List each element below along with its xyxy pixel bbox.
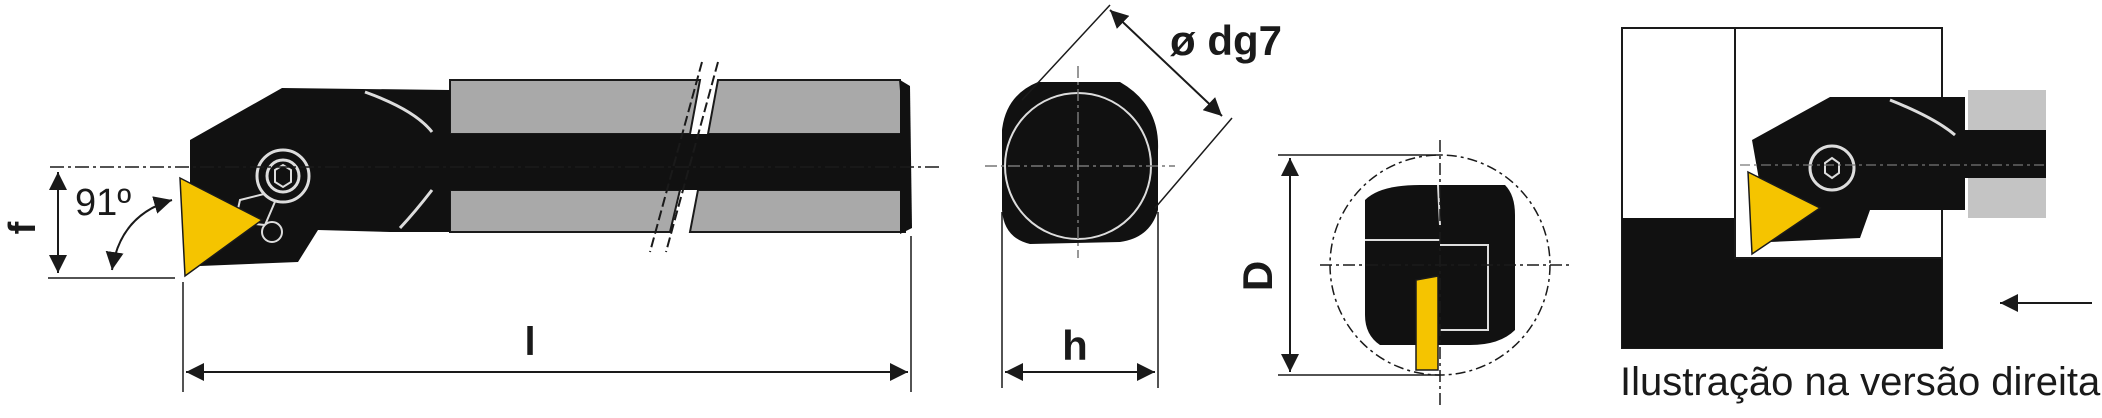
side-view — [50, 61, 940, 278]
holder-shank — [1955, 130, 2046, 178]
bore-insert — [1415, 275, 1439, 371]
shank-end — [900, 80, 912, 234]
holder-insert — [1747, 170, 1822, 256]
holder-grey-bottom — [1968, 178, 2046, 218]
right-hand-illustration — [1621, 27, 2092, 349]
illustration-caption: Ilustração na versão direita — [1620, 360, 2101, 404]
holder-grey-top — [1968, 90, 2046, 130]
holder-hex-socket — [1824, 156, 1840, 180]
length-dimension: l — [182, 236, 912, 392]
head-highlight — [398, 189, 434, 230]
end-view: ø dg7 h — [985, 4, 1282, 388]
angle-dimension: 91º — [75, 182, 173, 271]
dg7-extension — [1021, 4, 1111, 101]
f-dimension: f — [2, 172, 175, 279]
length-label: l — [524, 320, 535, 364]
break-line — [665, 61, 719, 253]
shank-lower-band-right — [688, 189, 906, 233]
locator-pin — [261, 221, 283, 243]
bore-view: D — [1234, 140, 1570, 405]
angle-arc — [105, 196, 173, 271]
shank-center-flat — [435, 134, 910, 190]
hex-screw-ring — [265, 158, 301, 194]
shank-upper-band — [449, 79, 702, 135]
shank-upper-band-right — [706, 79, 907, 135]
shank-cross-section — [1002, 82, 1159, 244]
dg7-dimension-line — [1109, 9, 1223, 117]
cutting-insert — [179, 176, 264, 278]
hex-socket — [274, 163, 292, 189]
holder-highlight — [1889, 98, 1956, 137]
diameter-label: ø dg7 — [1170, 17, 1282, 64]
height-label: h — [1062, 322, 1088, 369]
shank-lower-band — [449, 189, 682, 233]
head-highlight — [364, 90, 434, 133]
f-label: f — [2, 221, 44, 234]
angle-label: 91º — [75, 182, 131, 224]
dg7-extension — [1154, 117, 1233, 209]
bore-label: D — [1234, 261, 1281, 291]
break-line — [649, 61, 703, 253]
